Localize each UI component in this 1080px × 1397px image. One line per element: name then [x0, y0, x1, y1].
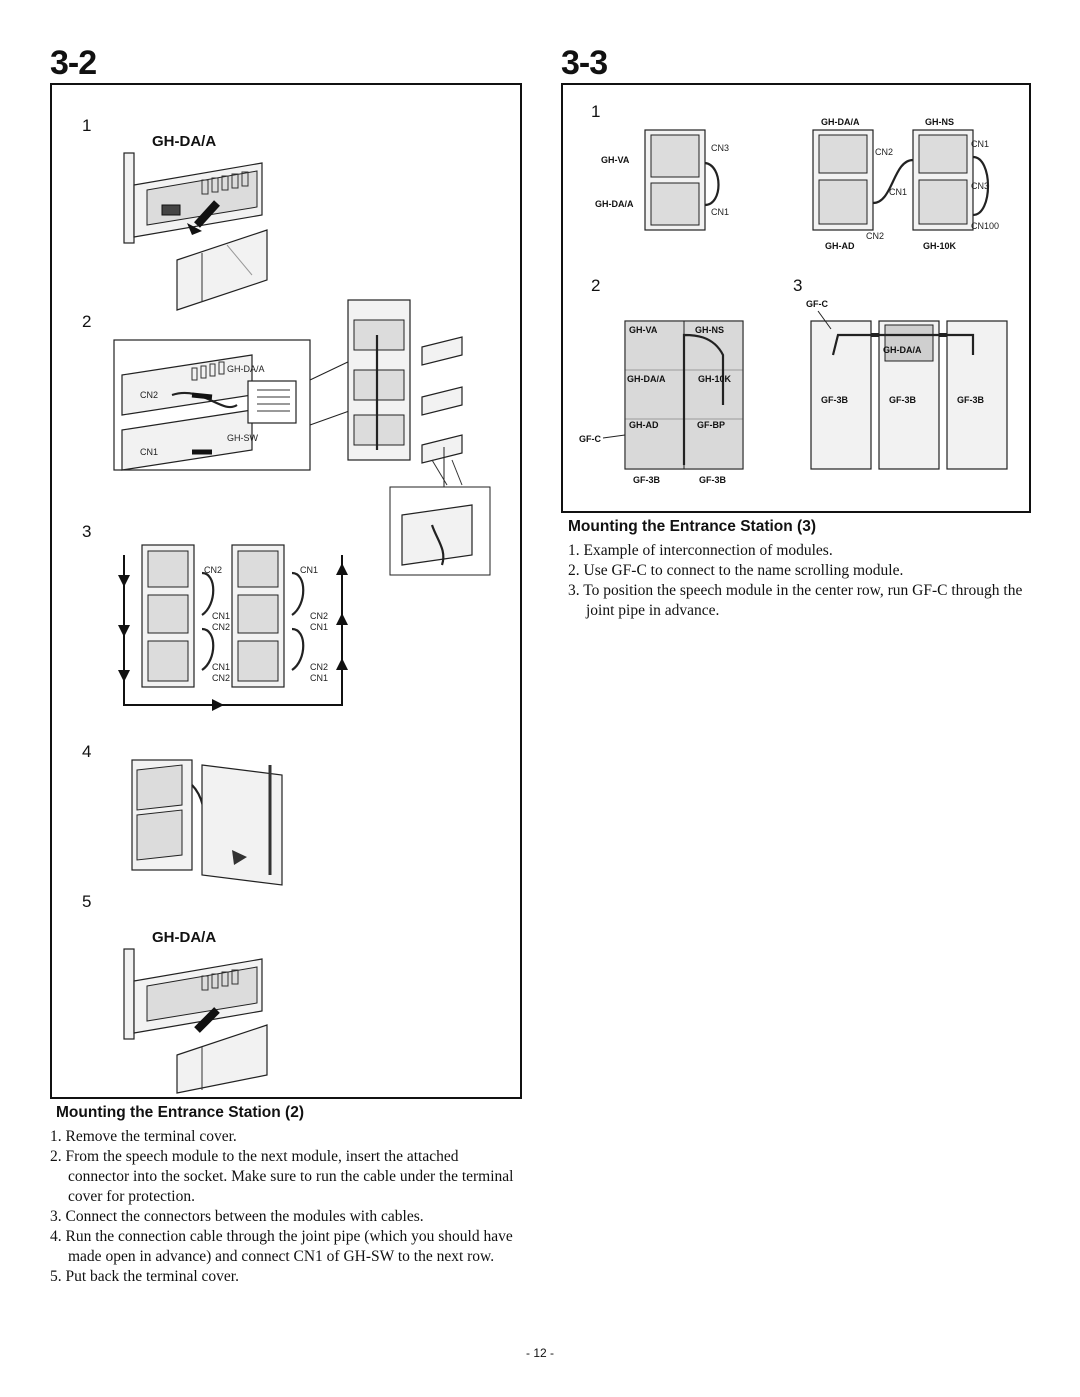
- instruction-2-3: 3. Connect the connectors between the mo…: [50, 1208, 424, 1225]
- label-gf-3b-fig2b: GF-3B: [699, 475, 727, 485]
- step4-joint-pipe-drawing: [131, 759, 283, 886]
- label-cn1-fig1b: CN1: [889, 187, 907, 197]
- instruction-3-2: 2. Use GF-C to connect to the name scrol…: [568, 562, 904, 579]
- cn1-label-c: CN1: [310, 622, 328, 632]
- left-figure-illustration: 1 2 3 4 5 GH-DA/A: [82, 116, 491, 1094]
- right-figure-panel: 1 2 3 GH-VA GH-DA/A CN3 CN1 GH-DA/A GH-N…: [561, 83, 1031, 513]
- section-title-3-2: 3-2: [50, 44, 97, 82]
- heading-mounting-2: Mounting the Entrance Station (2): [56, 1104, 304, 1121]
- cn2-label-e: CN2: [310, 662, 328, 672]
- label-cn3-fig1: CN3: [711, 143, 729, 153]
- label-gh-da-a-fig3: GH-DA/A: [883, 345, 922, 355]
- label-gf-3b-fig3c: GF-3B: [957, 395, 985, 405]
- cn2-label-a: CN2: [204, 565, 222, 575]
- mounting-entrance-station-2: Mounting the Entrance Station (2) 1. Rem…: [50, 1103, 522, 1287]
- section-title-3-3: 3-3: [561, 44, 608, 82]
- label-gh-ad-fig1: GH-AD: [825, 241, 855, 251]
- instruction-3-3: 3. To position the speech module in the …: [568, 582, 1023, 619]
- label-cn1-fig1: CN1: [711, 207, 729, 217]
- instruction-2-5: 5. Put back the terminal cover.: [50, 1268, 239, 1285]
- fig1-interconnection-drawing: GH-VA GH-DA/A CN3 CN1 GH-DA/A GH-NS CN2 …: [595, 117, 999, 251]
- cn2-label-c: CN2: [310, 611, 328, 621]
- step2-connector-drawing: GH-DA/A CN2 GH-SW CN1: [113, 299, 463, 486]
- step-number-2: 2: [82, 312, 91, 331]
- instructions-list-2: 1. Remove the terminal cover. 2. From th…: [50, 1127, 522, 1287]
- fig2-scrolling-module-drawing: GH-VA GH-NS GH-DA/A GH-10K GH-AD GF-BP G…: [579, 320, 744, 485]
- step3-module-wiring-drawing: CN2 CN1 CN1 CN2 CN2 CN1 CN1 CN2 CN2 CN1: [118, 447, 491, 711]
- mounting-entrance-station-3: Mounting the Entrance Station (3) 1. Exa…: [568, 517, 1038, 621]
- heading-mounting-3: Mounting the Entrance Station (3): [568, 518, 816, 535]
- step-number-3: 3: [82, 522, 91, 541]
- gh-da-a-label-2: GH-DA/A: [227, 364, 265, 374]
- cn1-label-e: CN1: [310, 673, 328, 683]
- label-gh-ad-fig2: GH-AD: [629, 420, 659, 430]
- gh-da-a-label-1: GH-DA/A: [152, 133, 216, 150]
- step1-terminal-cover-drawing: GH-DA/A: [123, 133, 268, 311]
- label-cn100: CN100: [971, 221, 999, 231]
- label-gf-3b-fig3a: GF-3B: [821, 395, 849, 405]
- label-gh-10k-fig1: GH-10K: [923, 241, 957, 251]
- cn1-label-b: CN1: [212, 611, 230, 621]
- label-gf-bp-fig2: GF-BP: [697, 420, 725, 430]
- step5-replace-cover-drawing: GH-DA/A: [123, 929, 268, 1094]
- cn2-label-d: CN2: [212, 673, 230, 683]
- label-gh-10k-fig2: GH-10K: [698, 374, 732, 384]
- step-number-4: 4: [82, 742, 91, 761]
- instruction-2-4: 4. Run the connection cable through the …: [50, 1228, 513, 1265]
- label-cn2-fig1: CN2: [875, 147, 893, 157]
- right-figure-illustration: 1 2 3 GH-VA GH-DA/A CN3 CN1 GH-DA/A GH-N…: [579, 102, 1008, 485]
- cn1-label-a: CN1: [300, 565, 318, 575]
- instructions-list-3: 1. Example of interconnection of modules…: [568, 541, 1038, 621]
- gh-da-a-label-5: GH-DA/A: [152, 929, 216, 946]
- cn2-label-b: CN2: [212, 622, 230, 632]
- cn1-label-d: CN1: [212, 662, 230, 672]
- label-gh-ns-fig2: GH-NS: [695, 325, 724, 335]
- label-gf-c-fig3: GF-C: [806, 299, 828, 309]
- label-gf-3b-fig2a: GF-3B: [633, 475, 661, 485]
- label-cn2-fig1b: CN2: [866, 231, 884, 241]
- right-step-number-2: 2: [591, 276, 600, 295]
- label-gf-c-fig2: GF-C: [579, 434, 601, 444]
- right-step-number-1: 1: [591, 102, 600, 121]
- label-gf-3b-fig3b: GF-3B: [889, 395, 917, 405]
- label-gh-da-a-fig1: GH-DA/A: [595, 199, 634, 209]
- gh-sw-label: GH-SW: [227, 433, 259, 443]
- label-gh-ns-fig1: GH-NS: [925, 117, 954, 127]
- right-step-number-3: 3: [793, 276, 802, 295]
- instruction-2-1: 1. Remove the terminal cover.: [50, 1128, 237, 1145]
- step-number-1: 1: [82, 116, 91, 135]
- label-cn1-fig1c: CN1: [971, 139, 989, 149]
- page-number: - 12 -: [525, 1346, 554, 1360]
- step-number-5: 5: [82, 892, 91, 911]
- label-cn3-fig1b: CN3: [971, 181, 989, 191]
- label-gh-da-a-fig2: GH-DA/A: [627, 374, 666, 384]
- label-gh-va: GH-VA: [601, 155, 630, 165]
- left-figure-panel: 1 2 3 4 5 GH-DA/A: [50, 83, 522, 1099]
- instruction-2-2: 2. From the speech module to the next mo…: [50, 1148, 514, 1205]
- cn2-label-step2: CN2: [140, 390, 158, 400]
- fig3-joint-pipe-drawing: GF-C GH-DA/A GF-3B GF-3B GF-3B: [806, 299, 1008, 470]
- label-gh-va-fig2: GH-VA: [629, 325, 658, 335]
- label-gh-da-a-fig1b: GH-DA/A: [821, 117, 860, 127]
- cn1-label-step2: CN1: [140, 447, 158, 457]
- instruction-3-1: 1. Example of interconnection of modules…: [568, 542, 833, 559]
